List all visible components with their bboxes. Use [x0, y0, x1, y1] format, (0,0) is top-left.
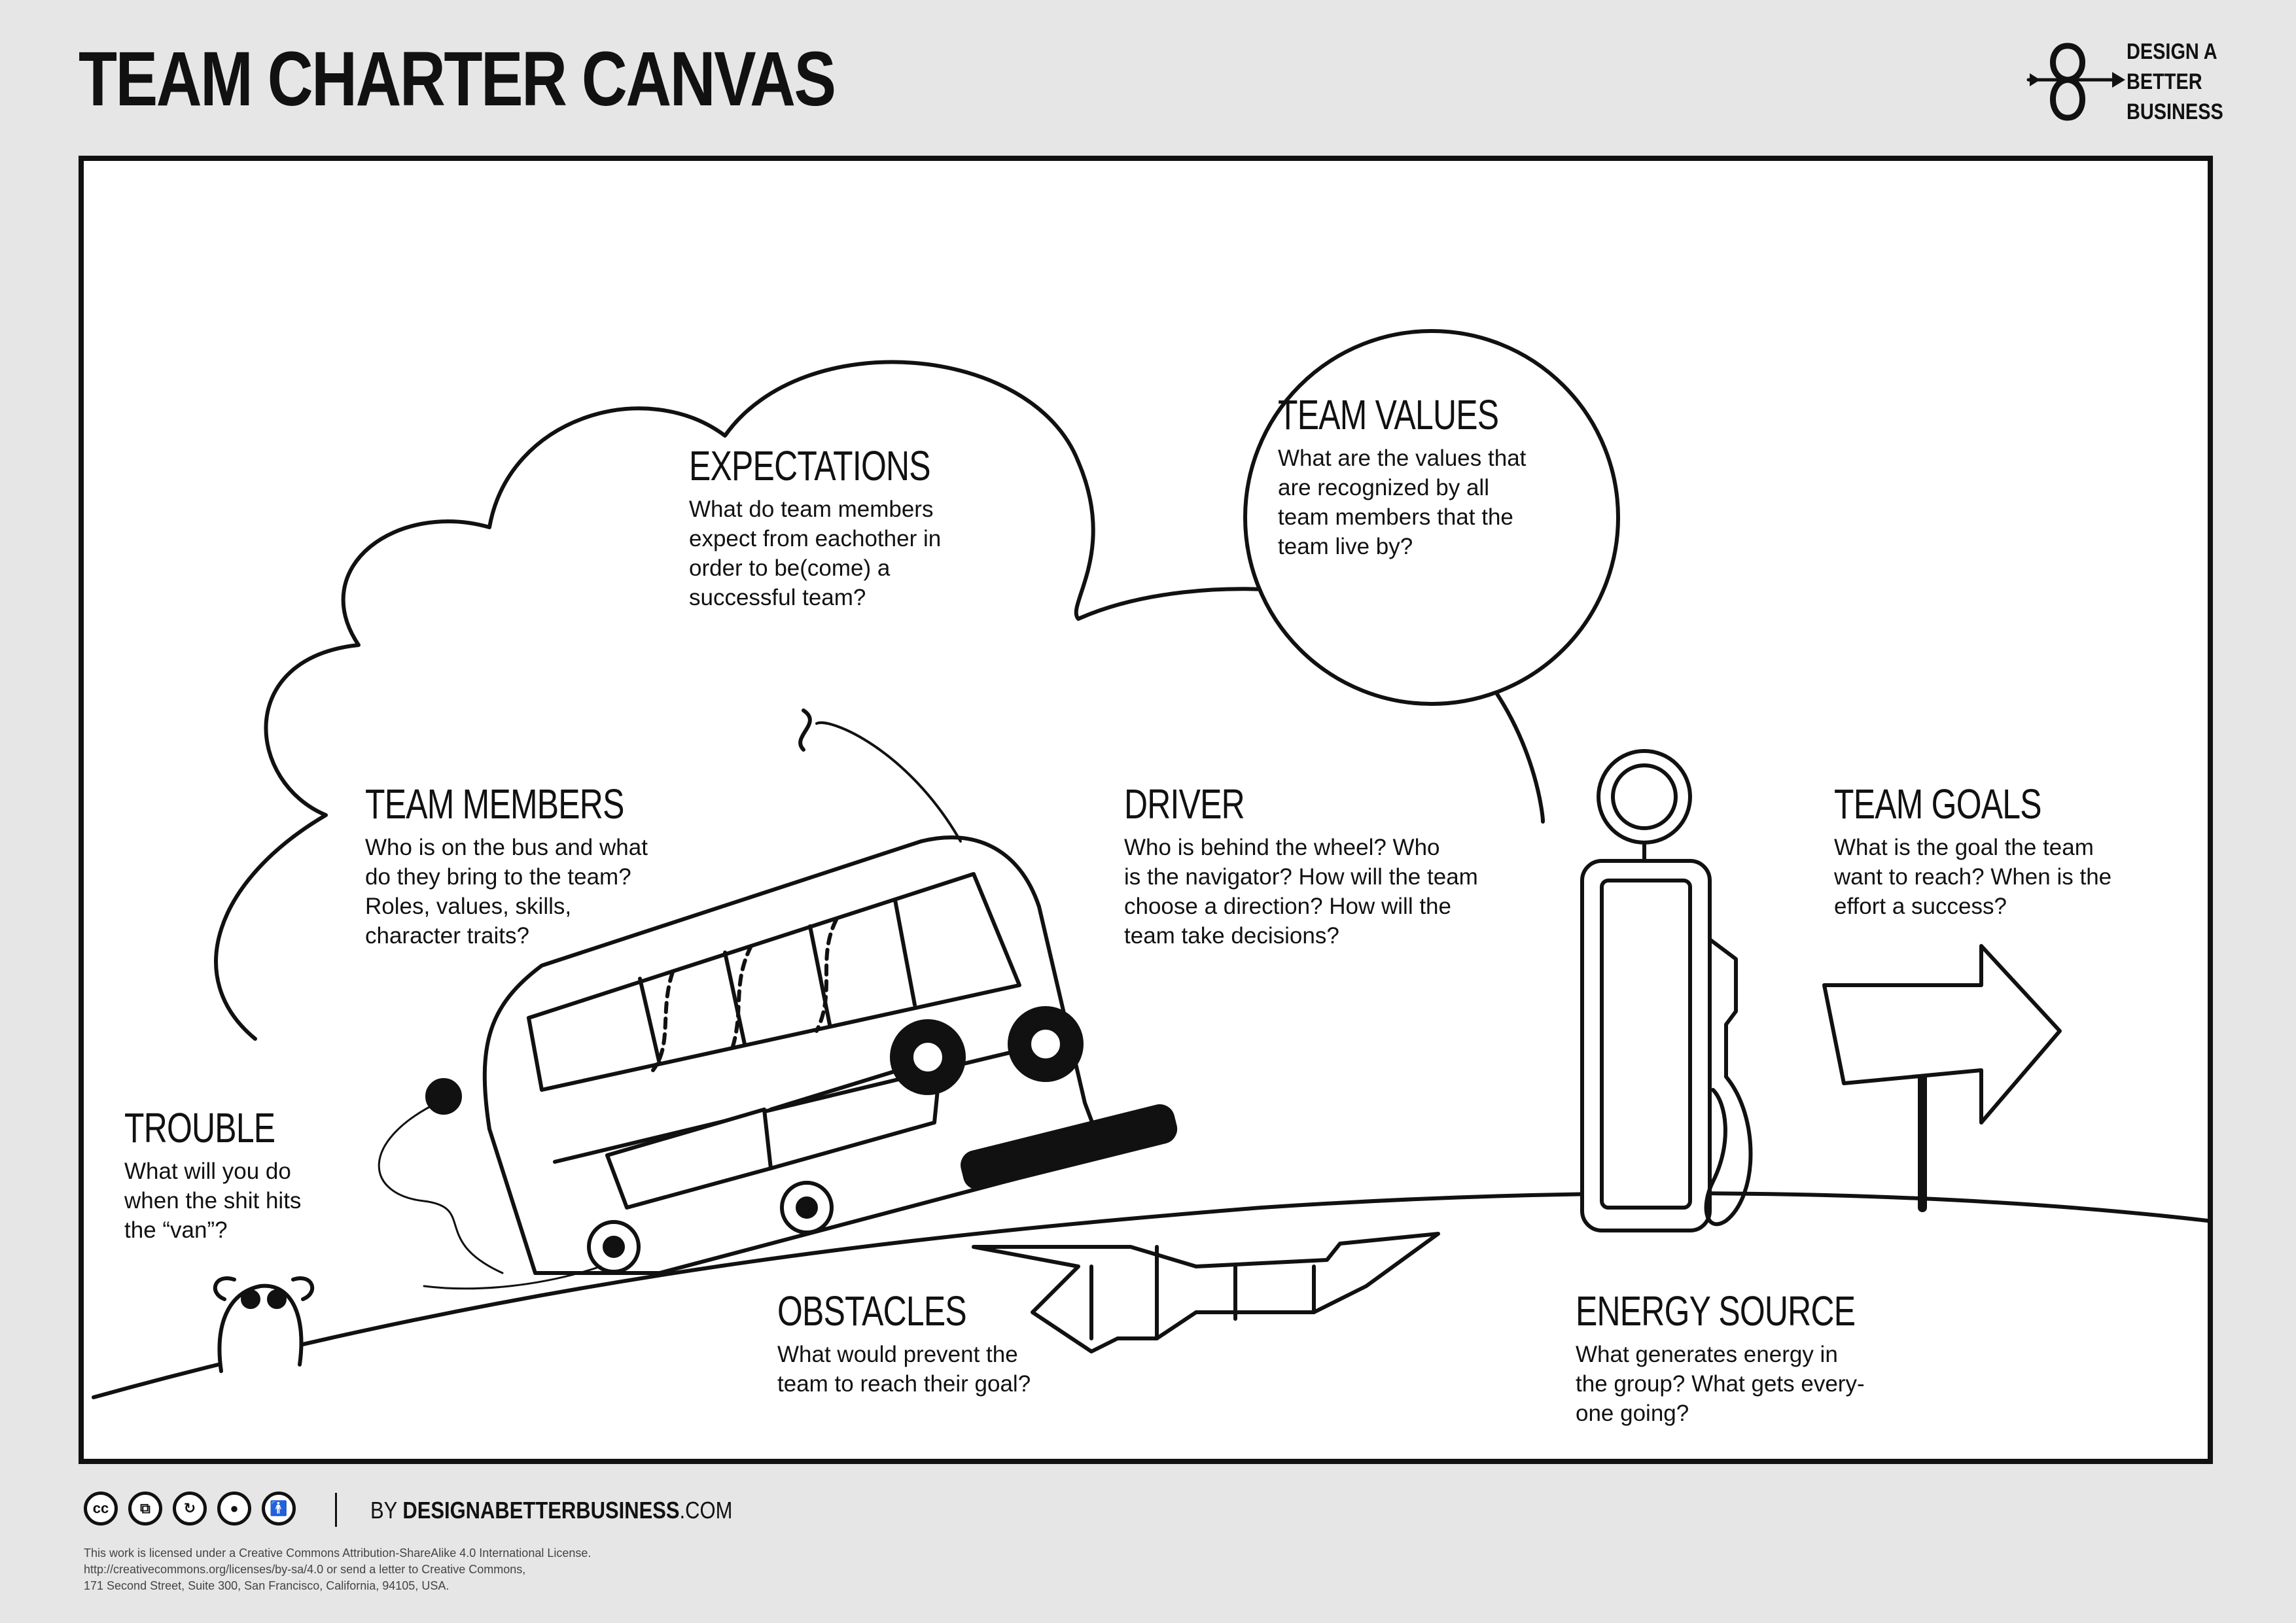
energy-source-question: What generates energy in the group? What… [1576, 1340, 1934, 1428]
driver-question: Who is behind the wheel? Who is the navi… [1124, 833, 1478, 951]
license-line: 171 Second Street, Suite 300, San Franci… [84, 1579, 450, 1592]
team-members-section: TEAM MEMBERS Who is on the bus and what … [365, 779, 697, 951]
brand-line-1: DESIGN A [2127, 39, 2217, 64]
brand-line-2: BETTER [2127, 69, 2202, 94]
creative-commons-icon: cc [84, 1492, 118, 1526]
brand-logo: DESIGN A BETTER BUSINESS [2022, 33, 2231, 131]
team-members-question: Who is on the bus and what do they bring… [365, 833, 697, 951]
obstacles-section: OBSTACLES What would prevent the team to… [777, 1286, 1031, 1399]
driver-line: team take decisions? [1124, 923, 1339, 949]
team-values-question: What are the values that are recognized … [1278, 444, 1561, 561]
trouble-heading: TROUBLE [124, 1104, 275, 1151]
hill-ground [92, 1191, 2208, 1399]
team-values-section: TEAM VALUES What are the values that are… [1278, 390, 1561, 561]
footer-divider [335, 1493, 337, 1527]
energy-source-line: What generates energy in [1576, 1342, 1838, 1367]
driver-section: DRIVER Who is behind the wheel? Who is t… [1124, 779, 1478, 951]
license-line: This work is licensed under a Creative C… [84, 1546, 592, 1560]
energy-source-line: one going? [1576, 1401, 1689, 1426]
credit-suffix: .COM [679, 1497, 733, 1524]
website-credit[interactable]: BY DESIGNABETTERBUSINESS.COM [370, 1497, 732, 1524]
driver-heading: DRIVER [1124, 780, 1245, 828]
obstacles-heading: OBSTACLES [777, 1287, 967, 1335]
expectations-question: What do team members expect from eachoth… [689, 495, 998, 612]
expectations-line: successful team? [689, 585, 866, 610]
credit-prefix: BY [370, 1497, 403, 1524]
non-commercial-icon: ● [217, 1492, 251, 1526]
obstacle-crack [972, 1232, 1440, 1353]
trouble-section: TROUBLE What will you do when the shit h… [124, 1103, 317, 1245]
team-values-circle [1243, 329, 1620, 706]
expectations-line: What do team members [689, 497, 934, 522]
team-goals-line: What is the goal the team [1834, 835, 2094, 860]
team-values-heading: TEAM VALUES [1278, 391, 1499, 438]
signpost-illustration [1822, 944, 2062, 1212]
page-title: TEAM CHARTER CANVAS [79, 36, 836, 122]
driver-line: choose a direction? How will the [1124, 894, 1451, 919]
team-members-line: Roles, values, skills, [365, 894, 572, 919]
driver-line: Who is behind the wheel? Who [1124, 835, 1440, 860]
license-text: This work is licensed under a Creative C… [84, 1545, 591, 1594]
team-goals-question: What is the goal the team want to reach?… [1834, 833, 2111, 921]
team-members-line: character traits? [365, 923, 529, 949]
trouble-line: What will you do [124, 1159, 291, 1184]
expectations-line: expect from eachother in [689, 526, 942, 551]
credit-brand: DESIGNABETTERBUSINESS [402, 1497, 680, 1524]
expectations-line: order to be(come) a [689, 555, 891, 581]
brand-name: DESIGN A BETTER BUSINESS [2127, 37, 2223, 127]
brand-line-3: BUSINESS [2127, 99, 2223, 124]
license-icons: cc ⧉ ↻ ● 🚹 [84, 1492, 296, 1531]
share-alike-icon: ↻ [173, 1492, 207, 1526]
energy-source-line: the group? What gets every- [1576, 1371, 1865, 1397]
expectations-section: EXPECTATIONS What do team members expect… [689, 441, 998, 612]
charter-canvas: EXPECTATIONS What do team members expect… [79, 156, 2213, 1464]
trouble-line: when the shit hits [124, 1188, 302, 1213]
team-values-line: team live by? [1278, 534, 1413, 559]
dog-illustration [213, 1276, 315, 1373]
team-members-heading: TEAM MEMBERS [365, 780, 624, 828]
team-goals-section: TEAM GOALS What is the goal the team wan… [1834, 779, 2111, 921]
obstacles-line: team to reach their goal? [777, 1371, 1031, 1397]
team-goals-heading: TEAM GOALS [1834, 780, 2042, 828]
team-values-line: are recognized by all [1278, 475, 1489, 500]
team-values-line: What are the values that [1278, 445, 1527, 471]
obstacles-question: What would prevent the team to reach the… [777, 1340, 1031, 1399]
energy-source-heading: ENERGY SOURCE [1576, 1287, 1856, 1335]
attribution-icon: 🚹 [262, 1492, 296, 1526]
trouble-line: the “van”? [124, 1217, 228, 1243]
fuel-pump-illustration [1580, 749, 1753, 1232]
team-members-line: Who is on the bus and what [365, 835, 648, 860]
energy-source-section: ENERGY SOURCE What generates energy in t… [1576, 1286, 1934, 1428]
license-line: http://creativecommons.org/licenses/by-s… [84, 1563, 526, 1576]
infinity-arrow-icon [2026, 43, 2125, 121]
canvas-illustration [92, 329, 2208, 1399]
driver-line: is the navigator? How will the team [1124, 864, 1478, 890]
copy-icon: ⧉ [128, 1492, 162, 1526]
bus-illustration [378, 708, 1178, 1290]
team-goals-line: want to reach? When is the [1834, 864, 2112, 890]
expectations-heading: EXPECTATIONS [689, 442, 931, 489]
team-values-line: team members that the [1278, 504, 1513, 530]
team-goals-line: effort a success? [1834, 894, 2007, 919]
team-members-line: do they bring to the team? [365, 864, 631, 890]
obstacles-line: What would prevent the [777, 1342, 1018, 1367]
trouble-question: What will you do when the shit hits the … [124, 1157, 317, 1245]
